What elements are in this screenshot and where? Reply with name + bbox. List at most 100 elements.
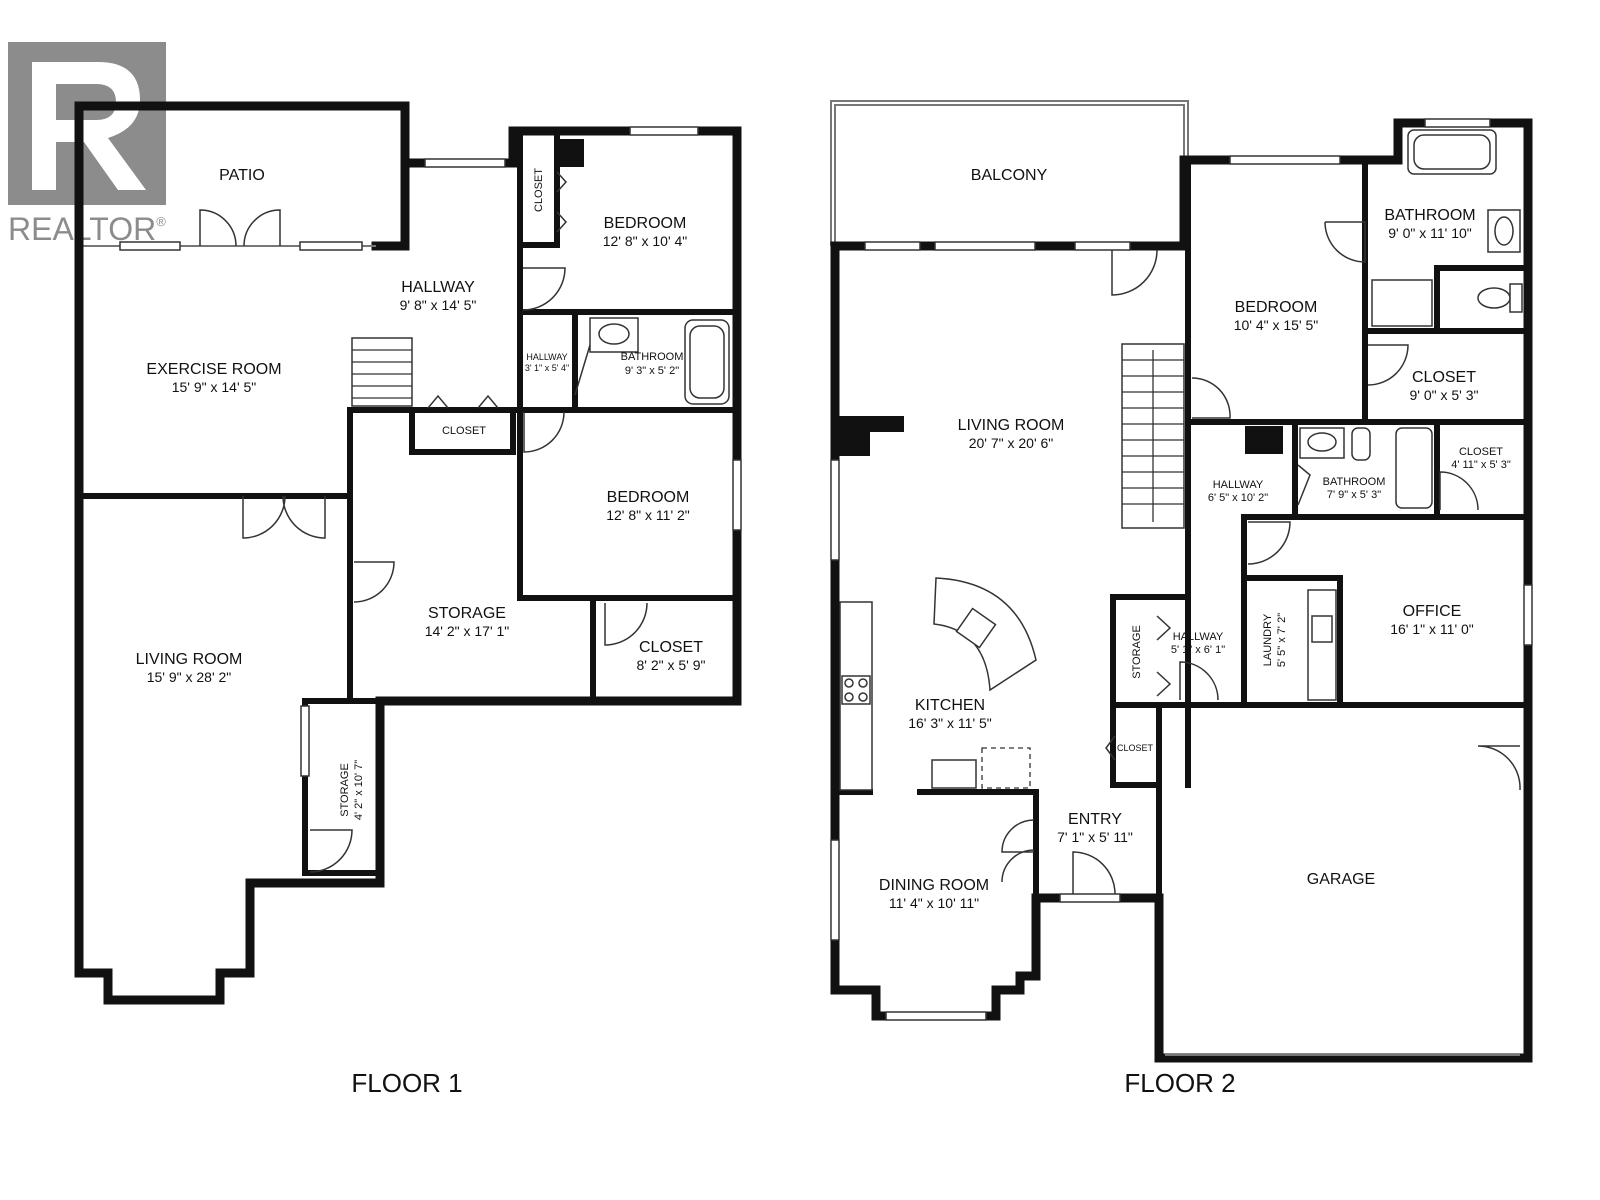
room-name-storage: STORAGE [1131,625,1143,679]
floor1-wall-closet-b [409,407,516,455]
floor2-bathtub-basin [1413,134,1491,170]
floor2-stove-burner [858,692,868,702]
floor2-window [864,241,921,251]
room-dims-laundry: 5' 5" x 7' 2" [1276,613,1288,667]
floor2-labels: BALCONY BEDROOM 10' 4" x 15' 5" BATHROOM… [879,167,1511,1098]
floor2-stove-burner [844,692,854,702]
room-name-closet: CLOSET [533,168,545,212]
floor2-window [1424,118,1491,128]
floor2-office-door [1247,521,1291,565]
floor2-hall-door [1179,661,1219,701]
floor2-stove-burner [844,678,854,688]
floor1-window [732,459,742,531]
floor2-toilet [1477,287,1511,309]
floor-label: FLOOR 1 [351,1068,462,1098]
floor2-stove-burner [858,678,868,688]
floor2-balcony-door [1111,249,1158,296]
floor2-dining-door [1001,819,1035,883]
room-name-hallway-small: HALLWAY [526,352,567,362]
floor2-fireplace [835,416,904,456]
room-name-bedroom: BEDROOM [1235,299,1318,316]
room-dims-hallway-small: 3' 1" x 5' 4" [525,363,569,373]
floor2-closet-bifold [1105,735,1116,761]
room-dims-entry: 7' 1" x 5' 11" [1057,829,1133,845]
room-dims-kitchen: 16' 3" x 11' 5" [908,715,992,731]
floor2-plan [830,100,1533,1063]
floor2-storage-bifold [1156,615,1172,697]
floor2-bedroom-door [1191,377,1231,419]
floor1-storage-door [309,829,353,873]
floor1-sink-basin [598,323,630,345]
floor2-window [934,241,1036,251]
realtor-logo: REALTOR® [8,42,166,247]
room-name-kitchen: KITCHEN [915,697,985,714]
floor1-window [300,705,310,777]
room-dims-closet: 4' 11" x 5' 3" [1451,459,1511,471]
room-dims-dining-room: 11' 4" x 10' 11" [889,895,979,911]
room-name-storage: STORAGE [428,605,506,622]
room-name-hallway: HALLWAY [1173,631,1224,643]
room-name-entry: ENTRY [1068,811,1122,828]
floor1-closet-bifold [427,394,499,409]
floor2-wall-storage [1110,594,1188,788]
room-name-closet: CLOSET [639,639,703,656]
room-name-patio: PATIO [219,167,265,184]
floor2-toilet-tank [1509,283,1523,313]
floor2-sink-basin [1307,432,1337,452]
room-name-exercise-room: EXERCISE ROOM [146,361,281,378]
room-dims-closet: 8' 2" x 5' 9" [637,657,706,673]
floor2-laundry-counter [1307,589,1337,701]
floor1-bathtub-basin [689,325,725,399]
floor2-window [1059,893,1121,903]
room-dims-hallway: 5' 1" x 6' 1" [1171,644,1225,656]
floor2-chimney [1245,426,1283,454]
floor2-window [830,459,840,561]
floor1-chimney [554,139,584,167]
floor1-patio-door [199,209,281,247]
floor2-closet-door [1367,344,1409,386]
floor2-sink-basin [1494,216,1514,246]
room-name-closet: CLOSET [1117,743,1154,753]
floor1-bedroom-door [523,411,565,453]
floor1-closet-bifold [556,171,568,233]
floor2-toilet [1351,427,1371,461]
room-dims-office: 16' 1" x 11' 0" [1390,621,1474,637]
room-name-bathroom: BATHROOM [1323,476,1386,488]
floor1-plan [74,101,742,1005]
floor2-laundry-sink [1311,615,1333,643]
floor1-stairs [351,337,413,407]
floor2-window [1229,155,1341,165]
room-name-closet: CLOSET [1412,369,1476,386]
room-dims-bathroom: 9' 3" x 5' 2" [625,365,679,377]
floor2-bath-door [1297,464,1311,506]
room-name-living-room: LIVING ROOM [136,651,243,668]
room-dims-storage: 14' 2" x 17' 1" [425,623,510,639]
room-name-hallway: HALLWAY [1213,479,1264,491]
floor-label: FLOOR 2 [1124,1068,1235,1098]
floor1-wall-closet-a [517,128,560,248]
room-dims-hallway: 6' 5" x 10' 2" [1208,492,1268,504]
room-dims-bedroom: 12' 8" x 11' 2" [606,507,690,523]
room-dims-exercise-room: 15' 9" x 14' 5" [172,379,257,395]
room-name-garage: GARAGE [1307,871,1375,888]
floor2-window [830,839,840,941]
room-dims-hallway: 9' 8" x 14' 5" [400,297,477,313]
room-dims-bedroom: 10' 4" x 15' 5" [1234,317,1319,333]
floor1-window [424,158,506,168]
room-name-dining-room: DINING ROOM [879,877,989,894]
floor2-closet-door [1439,471,1479,511]
floor2-garage-entry-door [1477,745,1521,791]
floor2-window [1074,241,1131,251]
room-dims-bathroom: 9' 0" x 11' 10" [1388,225,1472,241]
floor2-bathtub [1395,427,1433,509]
room-dims-storage-small: 4' 2" x 10' 7" [353,760,365,820]
room-name-storage-small: STORAGE [339,763,351,817]
floor2-stairs [1121,343,1185,529]
room-dims-bedroom: 12' 8" x 10' 4" [603,233,688,249]
room-name-hallway: HALLWAY [401,279,475,296]
floor1-living-door [242,495,326,539]
floor1-window [119,241,181,251]
room-name-bedroom: BEDROOM [604,215,687,232]
room-name-closet: CLOSET [442,425,486,437]
